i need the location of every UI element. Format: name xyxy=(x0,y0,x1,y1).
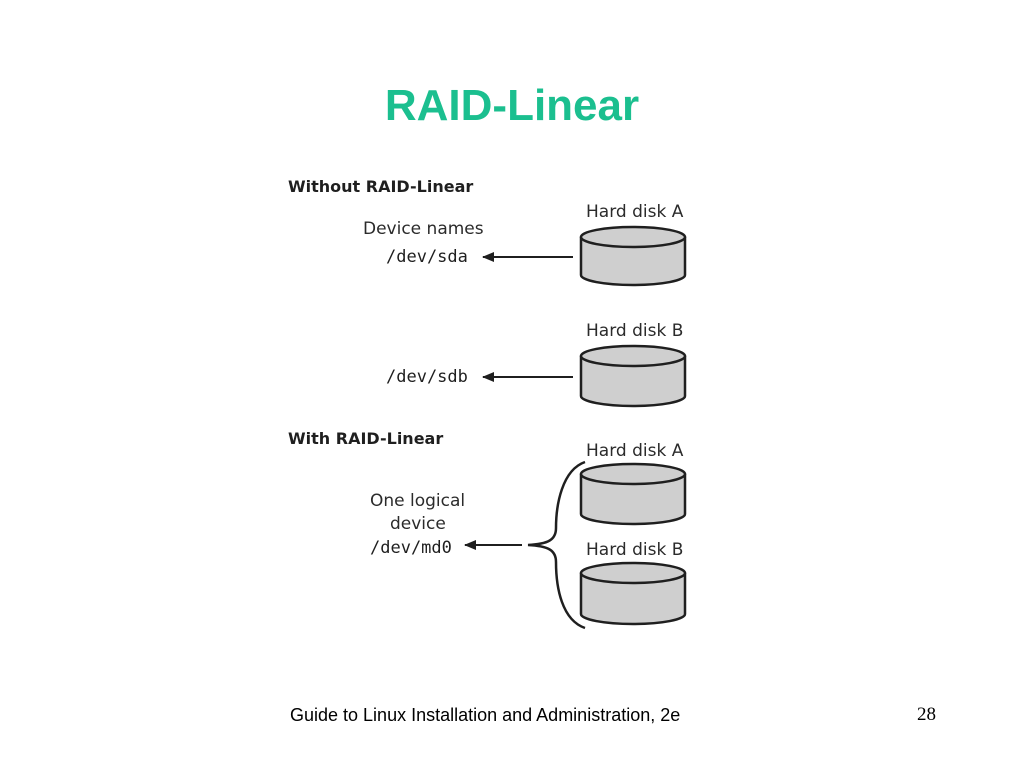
slide-title: RAID-Linear xyxy=(384,81,640,130)
hard-disk-a-top xyxy=(579,225,687,287)
disk-a-label-top: Hard disk A xyxy=(586,202,684,222)
slide-footer: Guide to Linux Installation and Administ… xyxy=(290,705,681,725)
hard-disk-a-bottom xyxy=(579,462,687,526)
device-sda: /dev/sda xyxy=(386,247,468,267)
hard-disk-b-top xyxy=(579,344,687,408)
disk-b-label-top: Hard disk B xyxy=(586,321,683,341)
hard-disk-b-bottom xyxy=(579,561,687,626)
with-raid-heading: With RAID-Linear xyxy=(288,429,443,448)
without-raid-heading: Without RAID-Linear xyxy=(288,177,473,196)
disk-b-label-bottom: Hard disk B xyxy=(586,540,683,560)
logical-label-line1: One logical xyxy=(370,491,465,511)
page-number: 28 xyxy=(917,704,936,725)
disk-a-label-bottom: Hard disk A xyxy=(586,441,684,461)
logical-label-line2: device xyxy=(390,514,446,534)
device-names-label: Device names xyxy=(363,219,484,239)
device-md0: /dev/md0 xyxy=(370,538,452,558)
device-sdb: /dev/sdb xyxy=(386,367,468,387)
grouping-brace xyxy=(527,460,586,630)
